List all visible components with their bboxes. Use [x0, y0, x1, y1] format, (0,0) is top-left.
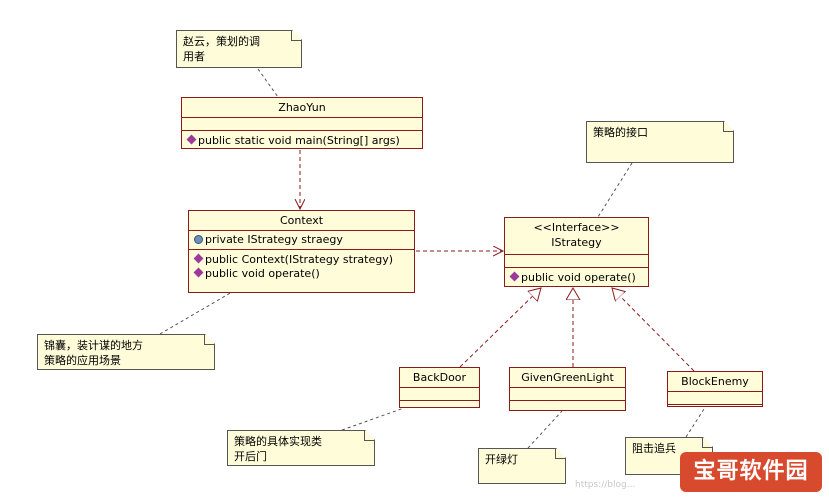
class-blockenemy[interactable]: BlockEnemy	[667, 371, 763, 407]
attribute-member: private IStrategy straegy	[191, 233, 414, 247]
site-watermark-logo: 宝哥软件园	[680, 452, 822, 492]
class-operations: public void operate()	[505, 268, 648, 288]
attribute-icon	[194, 235, 203, 244]
operation-member: public void operate()	[191, 267, 414, 281]
class-attributes	[505, 255, 648, 268]
note-fold-icon	[723, 122, 733, 132]
note-zhaoyun[interactable]: 赵云，策划的调 用者	[176, 30, 302, 68]
operation-member: public static void main(String[] args)	[184, 134, 422, 148]
interface-header: <<Interface>> IStrategy	[505, 218, 648, 255]
note-anchor-greenlight	[527, 410, 563, 449]
realization-blockenemy	[612, 288, 695, 372]
note-text: 赵云，策划的调	[183, 35, 260, 48]
operation-text: public static void main(String[] args)	[198, 134, 400, 147]
note-text: 策略的具体实现类	[234, 435, 322, 448]
class-attributes	[400, 388, 479, 401]
note-text: 策略的接口	[593, 126, 648, 139]
realization-backdoor	[459, 288, 541, 368]
class-name: GivenGreenLight	[510, 368, 625, 388]
interface-istrategy[interactable]: <<Interface>> IStrategy public void oper…	[504, 217, 649, 287]
operation-text: public Context(IStrategy strategy)	[205, 253, 394, 266]
note-anchor-zhaoyun	[257, 68, 279, 98]
note-fold-icon	[702, 438, 712, 448]
class-operations: public static void main(String[] args)	[182, 131, 422, 151]
note-anchor-blockenemy	[685, 405, 707, 438]
operation-member: public Context(IStrategy strategy)	[191, 253, 414, 267]
method-icon	[186, 134, 197, 145]
class-givengreenlight[interactable]: GivenGreenLight	[509, 367, 626, 411]
class-operations	[668, 405, 762, 419]
operation-member: public void operate()	[507, 271, 648, 285]
class-name: Context	[189, 211, 414, 231]
note-anchor-context	[159, 291, 233, 335]
class-attributes	[182, 118, 422, 131]
note-text: 策略的应用场景	[44, 354, 121, 367]
stereotype-label: <<Interface>>	[533, 221, 620, 234]
class-name: BackDoor	[400, 368, 479, 388]
faint-url-watermark: https://blog...	[575, 480, 636, 490]
class-operations	[510, 401, 625, 415]
note-text: 用者	[183, 50, 205, 63]
operation-text: public void operate()	[205, 267, 320, 280]
note-text: 开绿灯	[485, 453, 518, 466]
note-anchor-istrategy	[597, 162, 633, 218]
note-text: 开后门	[234, 450, 267, 463]
note-anchor-backdoor	[341, 407, 405, 431]
method-icon	[193, 267, 204, 278]
note-text: 阻击追兵	[632, 442, 676, 455]
note-text: 锦囊，装计谋的地方	[44, 339, 143, 352]
class-name: IStrategy	[551, 236, 602, 249]
class-backdoor[interactable]: BackDoor	[399, 367, 480, 408]
class-name: ZhaoYun	[182, 98, 422, 118]
note-concrete-strategy[interactable]: 策略的具体实现类 开后门	[227, 430, 375, 466]
class-attributes	[668, 392, 762, 405]
method-icon	[193, 253, 204, 264]
class-context[interactable]: Context private IStrategy straegy public…	[188, 210, 415, 293]
class-zhaoyun[interactable]: ZhaoYun public static void main(String[]…	[181, 97, 423, 149]
note-fold-icon	[291, 31, 301, 41]
note-fold-icon	[555, 449, 565, 459]
method-icon	[509, 271, 520, 282]
operation-text: public void operate()	[521, 271, 636, 284]
note-givengreenlight[interactable]: 开绿灯	[478, 448, 566, 484]
class-name: BlockEnemy	[668, 372, 762, 392]
note-context[interactable]: 锦囊，装计谋的地方 策略的应用场景	[37, 334, 215, 370]
class-operations: public Context(IStrategy strategy) publi…	[189, 250, 414, 284]
note-fold-icon	[364, 431, 374, 441]
note-istrategy[interactable]: 策略的接口	[586, 121, 734, 163]
attribute-text: private IStrategy straegy	[205, 233, 343, 246]
class-operations	[400, 401, 479, 415]
note-fold-icon	[204, 335, 214, 345]
class-attributes: private IStrategy straegy	[189, 231, 414, 250]
class-attributes	[510, 388, 625, 401]
